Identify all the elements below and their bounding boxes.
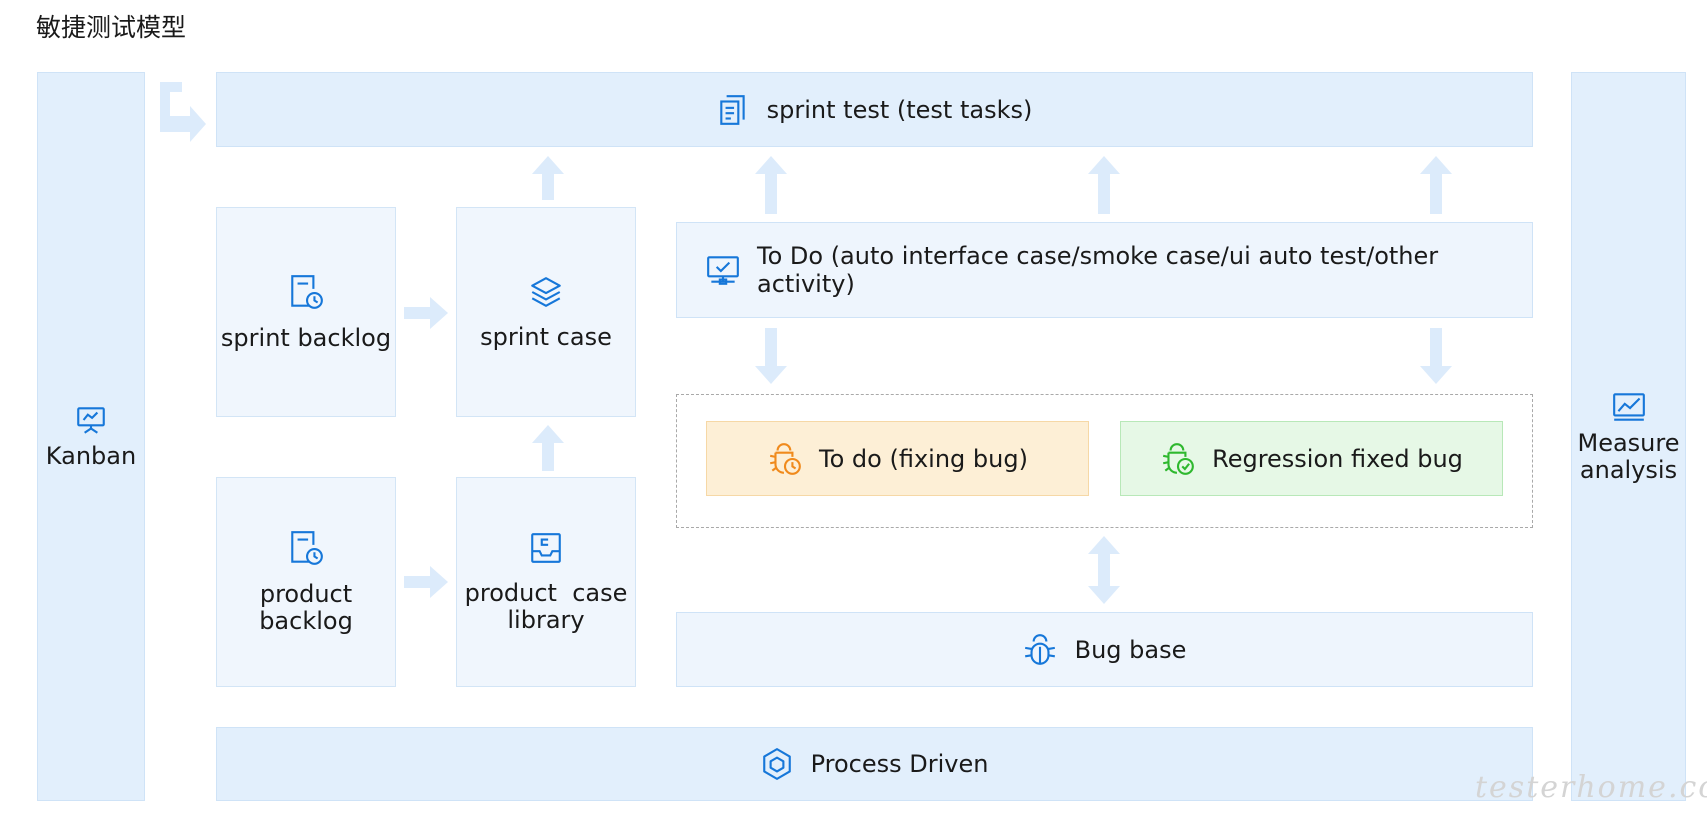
sprint-backlog-label: sprint backlog — [220, 323, 392, 352]
arrow-down-2 — [1420, 328, 1452, 384]
arrow-up-5 — [532, 425, 564, 471]
bug-base-bar: Bug base — [676, 612, 1533, 687]
product-case-library-line1: product case — [464, 579, 628, 607]
arrow-up-3 — [1088, 156, 1120, 214]
layers-icon — [528, 274, 564, 310]
clock-document-icon — [288, 273, 324, 311]
bug-base-label: Bug base — [1074, 635, 1187, 664]
page-title: 敏捷测试模型 — [36, 13, 187, 42]
product-case-library-label: product case library — [465, 580, 628, 634]
inbox-icon — [528, 530, 564, 566]
kanban-label: Kanban — [45, 442, 137, 470]
todo-main-label: To Do (auto interface case/smoke case/ui… — [757, 242, 1439, 298]
process-driven-label: Process Driven — [810, 750, 989, 778]
sprint-case-label: sprint case — [480, 322, 612, 351]
line-chart-icon — [1611, 390, 1647, 424]
arrow-up-4 — [1420, 156, 1452, 214]
product-case-library-card: product case library — [456, 477, 636, 687]
presentation-board-icon — [74, 403, 108, 437]
bug-icon — [1023, 632, 1057, 668]
clock-document-icon — [288, 529, 324, 567]
corner-arrow — [160, 82, 206, 142]
bug-check-icon — [1160, 441, 1196, 477]
product-backlog-card: product backlog — [216, 477, 396, 687]
regression-fixed-bug-label: Regression fixed bug — [1212, 444, 1463, 473]
process-driven-bar: Process Driven — [216, 727, 1533, 801]
bug-clock-icon — [767, 441, 803, 477]
measure-analysis-column: Measure analysis — [1571, 72, 1686, 801]
todo-fixing-bug-box: To do (fixing bug) — [706, 421, 1089, 496]
arrow-down-1 — [755, 328, 787, 384]
kanban-column: Kanban — [37, 72, 145, 801]
sprint-test-label: sprint test (test tasks) — [766, 95, 1033, 124]
product-backlog-line1: product — [259, 580, 353, 608]
hexagon-icon — [761, 747, 793, 781]
measure-label: Measure analysis — [1577, 428, 1680, 484]
product-case-library-line2: library — [507, 606, 585, 634]
sprint-test-bar: sprint test (test tasks) — [216, 72, 1533, 147]
measure-label-line2: analysis — [1579, 455, 1678, 484]
arrow-bidirectional — [1088, 536, 1120, 604]
sprint-backlog-card: sprint backlog — [216, 207, 396, 417]
watermark-text: testerhome.com — [1475, 770, 1707, 805]
monitor-check-icon — [705, 253, 741, 287]
product-backlog-line2: backlog — [259, 607, 353, 635]
product-backlog-label: product backlog — [259, 581, 353, 635]
todo-fixing-bug-label: To do (fixing bug) — [819, 444, 1028, 473]
arrow-right-2 — [404, 566, 448, 598]
arrow-up-2 — [755, 156, 787, 214]
arrow-up-1 — [532, 156, 564, 200]
arrow-right-1 — [404, 297, 448, 329]
sprint-case-card: sprint case — [456, 207, 636, 417]
todo-main-bar: To Do (auto interface case/smoke case/ui… — [676, 222, 1533, 318]
documents-icon — [717, 93, 749, 127]
regression-fixed-bug-box: Regression fixed bug — [1120, 421, 1503, 496]
measure-label-line1: Measure — [1577, 428, 1680, 457]
